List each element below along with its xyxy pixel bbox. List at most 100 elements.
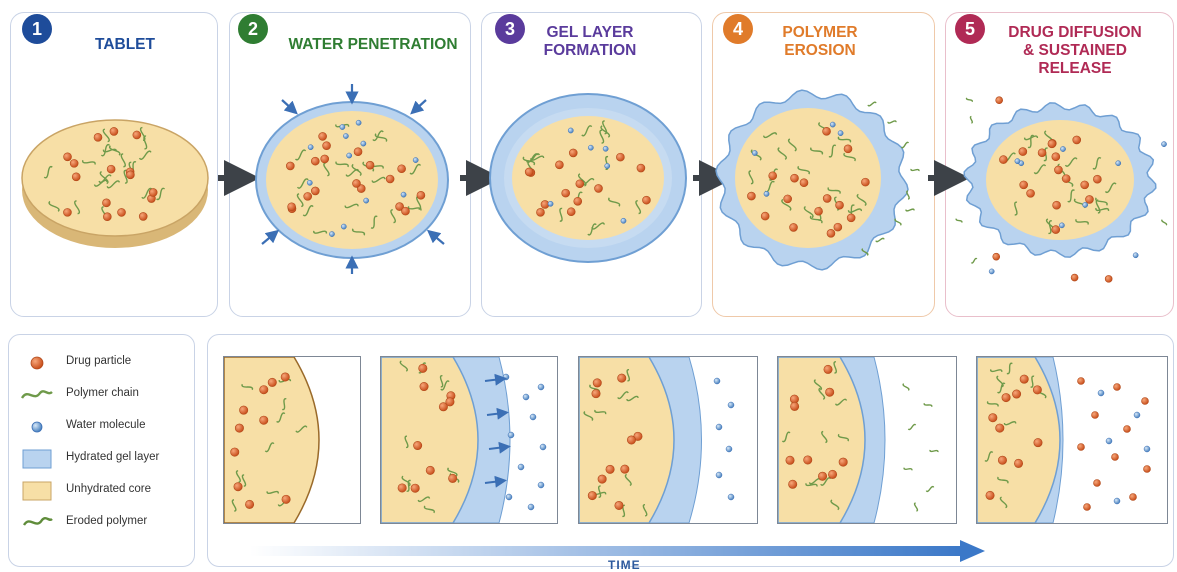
water-molecule xyxy=(1133,253,1138,258)
water-molecule xyxy=(356,120,361,125)
drug-particle xyxy=(110,127,118,135)
drug-particle xyxy=(588,491,596,499)
drug-particle xyxy=(825,388,833,396)
drug-particle xyxy=(606,465,614,473)
drug-particle xyxy=(245,500,253,508)
cross-section-5 xyxy=(976,356,1168,524)
drug-particle xyxy=(1105,275,1112,282)
water-molecule xyxy=(538,384,544,390)
drug-particle xyxy=(747,192,755,200)
drug-particle xyxy=(861,178,869,186)
drug-particle xyxy=(1012,390,1020,398)
drug-particle xyxy=(786,456,794,464)
polymer-chain xyxy=(924,403,932,407)
water-molecule xyxy=(728,402,734,408)
legend-label-eroded-polymer: Eroded polymer xyxy=(66,515,147,527)
drug-particle xyxy=(413,441,421,449)
drug-particle xyxy=(790,402,798,410)
polymer-chain xyxy=(908,424,915,429)
drug-particle xyxy=(642,196,650,204)
drug-particle xyxy=(637,164,645,172)
drug-particle xyxy=(448,474,456,482)
drug-particle xyxy=(1002,393,1010,401)
drug-particle xyxy=(282,495,290,503)
drug-particle xyxy=(366,161,374,169)
water-molecule xyxy=(726,446,732,452)
drug-particle xyxy=(72,173,80,181)
water-molecule xyxy=(1015,159,1020,164)
drug-particle xyxy=(1014,459,1022,467)
drug-particle xyxy=(103,213,111,221)
drug-particle xyxy=(1124,426,1131,433)
time-label: TIME xyxy=(608,558,641,572)
drug-particle xyxy=(827,229,835,237)
drug-particle xyxy=(1048,140,1056,148)
drug-particle xyxy=(102,199,110,207)
drug-particle xyxy=(398,165,406,173)
legend-label-hydrated-gel-layer: Hydrated gel layer xyxy=(66,451,159,463)
drug-particle xyxy=(286,162,294,170)
water-molecule xyxy=(503,374,509,380)
drug-particle xyxy=(592,389,600,397)
drug-particle xyxy=(784,195,792,203)
drug-particle xyxy=(323,142,331,150)
drug-particle xyxy=(627,436,635,444)
drug-particle xyxy=(567,208,575,216)
drug-particle xyxy=(419,364,427,372)
drug-particle xyxy=(818,472,826,480)
drug-particle xyxy=(1084,504,1091,511)
water-molecule xyxy=(1098,390,1104,396)
water-molecule xyxy=(508,432,514,438)
polymer-chain-icon xyxy=(20,384,54,406)
water-molecule xyxy=(605,163,610,168)
drug-particle xyxy=(823,194,831,202)
legend-label-unhydrated-core: Unhydrated core xyxy=(66,483,151,495)
drug-particle xyxy=(1019,148,1027,156)
drug-particle xyxy=(615,501,623,509)
drug-particle xyxy=(126,171,134,179)
polymer-chain xyxy=(907,191,909,199)
water-molecule xyxy=(523,394,529,400)
drug-particle xyxy=(824,365,832,373)
drug-particle xyxy=(64,153,72,161)
polymer-chain xyxy=(906,209,914,211)
drug-particle xyxy=(398,484,406,492)
core-swatch xyxy=(20,480,54,502)
water-molecule xyxy=(714,378,720,384)
drug-particle xyxy=(411,484,419,492)
drug-particle xyxy=(998,456,1006,464)
water-molecule xyxy=(588,145,593,150)
water-molecule xyxy=(1161,142,1166,147)
drug-particle xyxy=(319,132,327,140)
drug-particle xyxy=(417,191,425,199)
water-molecule xyxy=(1144,446,1150,452)
drug-particle xyxy=(598,475,606,483)
legend-label-polymer-chain: Polymer chain xyxy=(66,387,139,399)
drug-particle xyxy=(594,184,602,192)
water-molecule xyxy=(506,494,512,500)
water-molecule xyxy=(603,146,608,151)
polymer-chain xyxy=(930,450,938,452)
drug-particle xyxy=(828,470,836,478)
drug-particle xyxy=(1130,494,1137,501)
drug-particle xyxy=(234,483,242,491)
drug-particle xyxy=(321,155,329,163)
unhydrated-core xyxy=(778,357,865,523)
water-molecule xyxy=(307,180,312,185)
drug-particle xyxy=(788,480,796,488)
drug-particle xyxy=(1062,175,1070,183)
drug-particle xyxy=(1033,386,1041,394)
drug-particle xyxy=(1020,181,1028,189)
drug-particle xyxy=(239,406,247,414)
drug-particle xyxy=(1038,149,1046,157)
drug-particle xyxy=(569,149,577,157)
drug-particle xyxy=(149,188,157,196)
drug-particle xyxy=(133,131,141,139)
polymer-chain xyxy=(911,169,919,171)
drug-particle xyxy=(446,398,454,406)
drug-particle xyxy=(1034,438,1042,446)
drug-particle xyxy=(94,133,102,141)
polymer-chain xyxy=(888,121,896,123)
polymer-chain xyxy=(876,238,884,241)
drug-particle xyxy=(386,175,394,183)
